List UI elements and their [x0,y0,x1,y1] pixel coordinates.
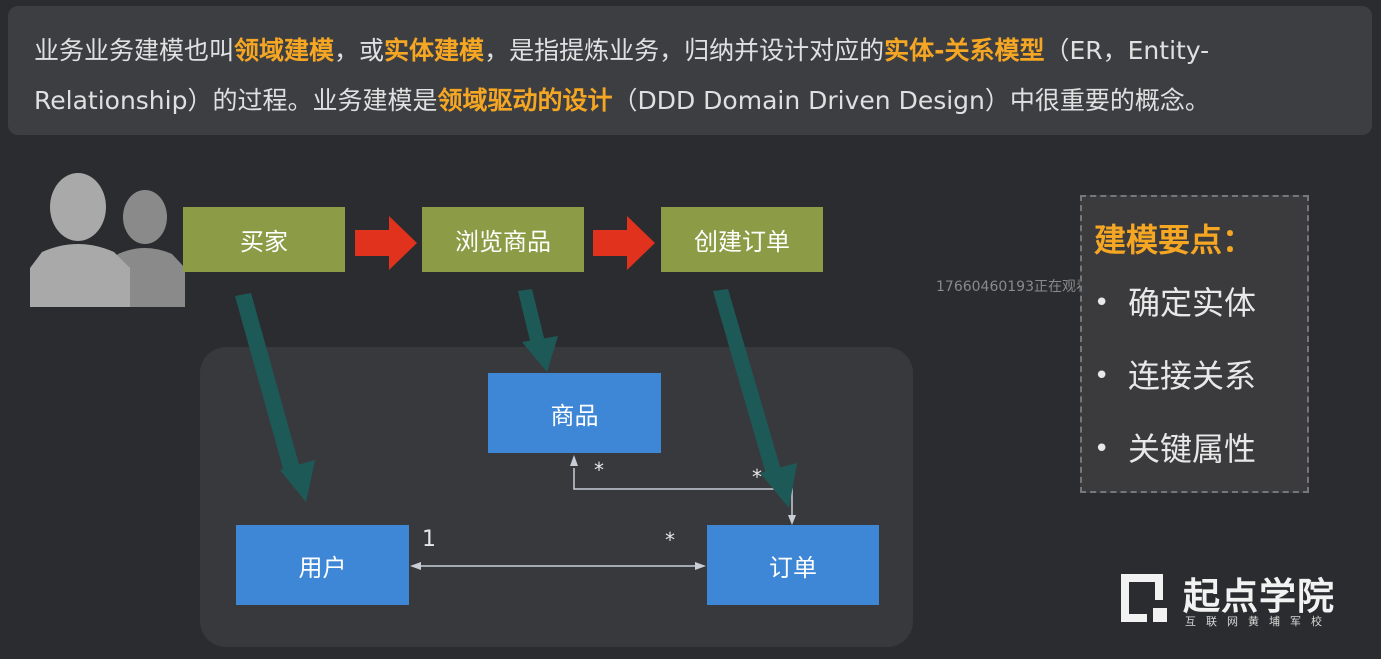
key-point-text: 关键属性 [1128,430,1257,468]
entity-order: 订单 [707,525,879,605]
intro-seg: ，是指提炼业务，归纳并设计对应的 [484,36,885,65]
intro-highlight: 领域建模 [234,36,335,65]
multiplicity-label: 1 [422,527,436,552]
key-points-title: 建模要点： [1094,221,1255,259]
intro-highlight: 实体-关系模型 [884,36,1045,65]
intro-seg: （ER，Entity-Relationship）的过程。业务建模是 [34,36,1210,115]
key-points-list: • 确定实体 • 连接关系 • 关键属性 [1094,283,1256,502]
intro-panel: 业务业务建模也叫领域建模，或实体建模，是指提炼业务，归纳并设计对应的实体-关系模… [8,6,1372,135]
users-icon [30,173,185,307]
list-item: • 确定实体 [1094,283,1256,356]
intro-seg: （DDD Domain Driven Design）中很重要的概念。 [612,86,1210,115]
entity-user: 用户 [236,525,409,605]
key-points-panel: 建模要点： • 确定实体 • 连接关系 • 关键属性 [1080,195,1309,493]
bullet: • [1094,434,1110,464]
entity-product: 商品 [488,373,661,453]
brand-name: 起点学院 [1183,575,1335,618]
intro-text: 业务业务建模也叫领域建模，或实体建模，是指提炼业务，归纳并设计对应的实体-关系模… [34,26,1364,126]
intro-highlight: 领域驱动的设计 [437,86,613,115]
intro-seg: ，或 [334,36,385,65]
bullet: • [1094,361,1110,391]
multiplicity-label: * [594,458,604,482]
bullet: • [1094,288,1110,318]
brand-logo-block: 起点学院 互联网黄埔军校 [1117,570,1367,630]
flow-step-browse: 浏览商品 [422,207,584,272]
intro-seg: 业务业务建模也叫 [34,36,235,65]
right-arrow-icon [355,216,417,270]
multiplicity-label: * [752,465,762,489]
key-point-text: 确定实体 [1128,284,1257,322]
multiplicity-label: * [665,528,675,552]
intro-highlight: 实体建模 [384,36,485,65]
flow-step-create-order: 创建订单 [661,207,823,272]
list-item: • 连接关系 [1094,356,1256,429]
flow-step-buyer: 买家 [183,207,345,272]
key-point-text: 连接关系 [1128,357,1257,395]
brand-slogan: 互联网黄埔军校 [1185,615,1332,628]
viewer-watermark: 17660460193正在观看课程 [936,279,1118,295]
brand-logo-icon [1121,574,1167,622]
right-arrow-icon [593,216,655,270]
list-item: • 关键属性 [1094,429,1256,502]
